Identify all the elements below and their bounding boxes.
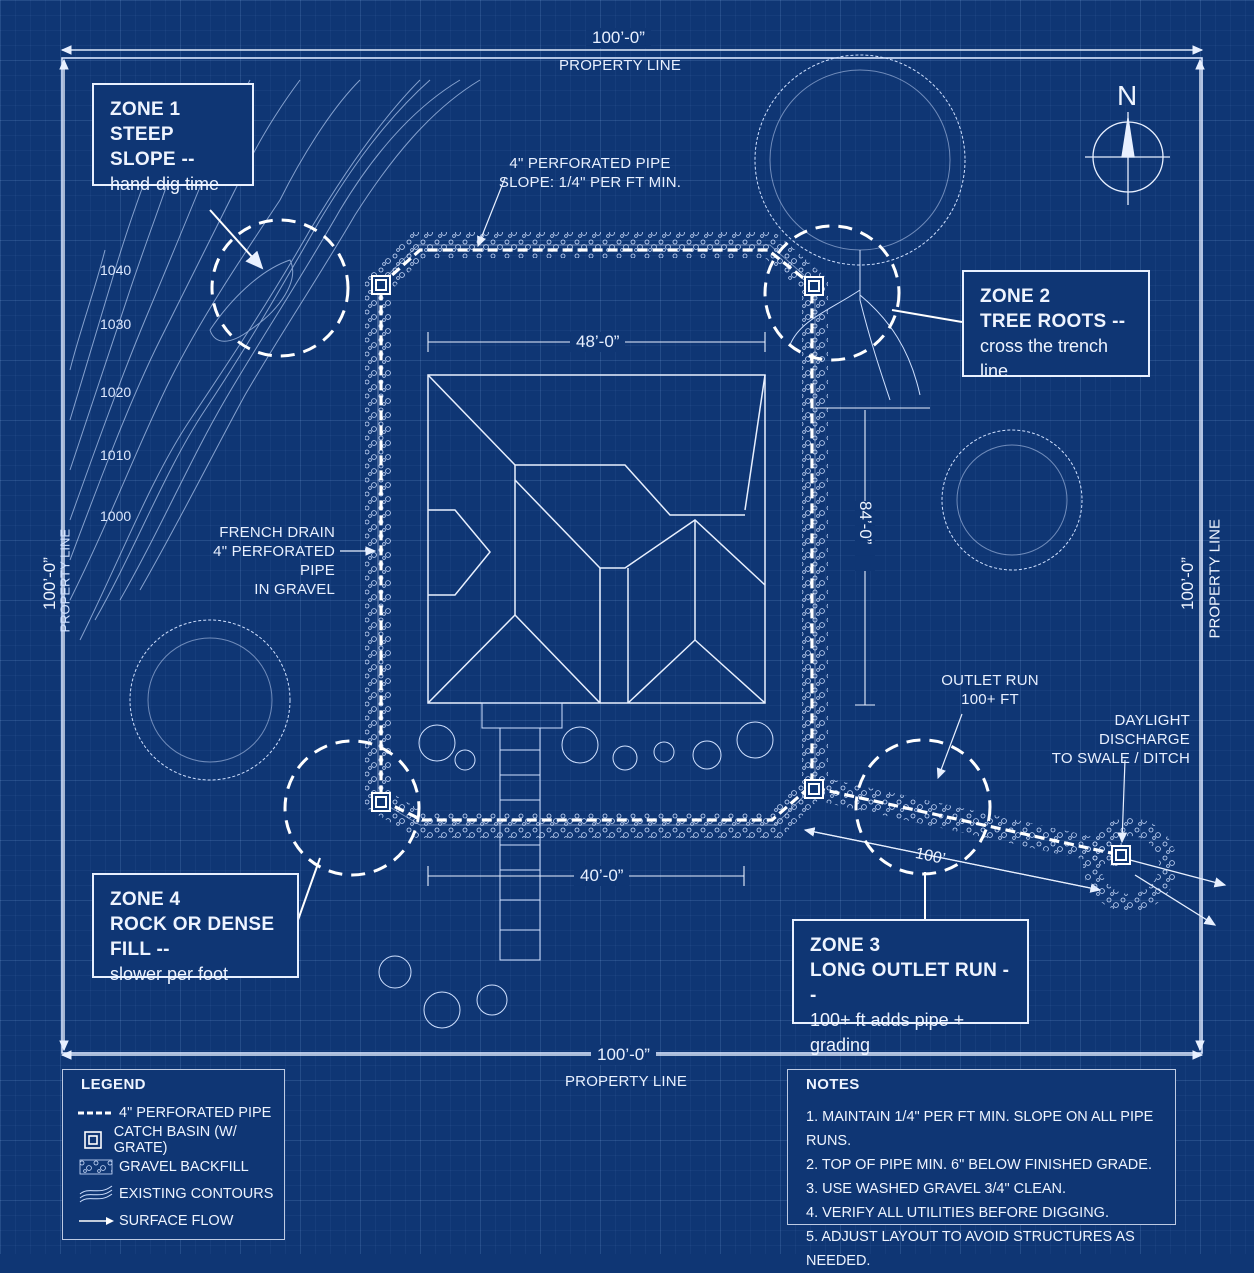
zone-title: ZONE 3 bbox=[810, 935, 881, 956]
zone-title: LONG OUTLET RUN -- bbox=[810, 960, 1010, 1006]
house-depth-label: 40’-0” bbox=[574, 866, 630, 886]
legend-item: 4" PERFORATED PIPE bbox=[73, 1099, 274, 1126]
notes-title: NOTES bbox=[806, 1076, 860, 1093]
zone-title: ZONE 1 bbox=[110, 99, 181, 120]
zone-2-box: ZONE 2 TREE ROOTS -- cross the trench li… bbox=[962, 270, 1150, 381]
house-roof-plan bbox=[427, 374, 766, 704]
legend-label: EXISTING CONTOURS bbox=[119, 1185, 274, 1202]
zone-title: ROCK OR DENSE FILL -- bbox=[110, 914, 275, 960]
gravel-icon bbox=[73, 1159, 119, 1175]
contour-icon bbox=[73, 1185, 119, 1202]
catch-basin-icon bbox=[73, 1130, 114, 1149]
legend-item: EXISTING CONTOURS bbox=[73, 1180, 274, 1207]
legend-title: LEGEND bbox=[81, 1076, 146, 1093]
legend-label: GRAVEL BACKFILL bbox=[119, 1158, 249, 1175]
tree-canopies bbox=[129, 54, 1083, 781]
north-arrow bbox=[1085, 112, 1170, 205]
zone-subtitle: slower per foot bbox=[110, 964, 229, 984]
callout-line: DAYLIGHT DISCHARGE bbox=[1099, 712, 1190, 748]
legend-label: 4" PERFORATED PIPE bbox=[119, 1104, 272, 1121]
callout-line: TO SWALE / DITCH bbox=[1051, 750, 1190, 767]
french-drain-callout: FRENCH DRAIN 4" PERFORATED PIPE IN GRAVE… bbox=[180, 523, 335, 599]
callout-line: FRENCH DRAIN bbox=[219, 524, 335, 541]
pipe-slope-callout: 4" PERFORATED PIPE SLOPE: 1/4" PER FT MI… bbox=[480, 154, 700, 192]
top-dimension-label: 100’-0” bbox=[586, 28, 651, 48]
left-property-line-label: PROPERTY LINE bbox=[57, 528, 73, 633]
catch-basins bbox=[371, 275, 1131, 865]
zone-3-box: ZONE 3 LONG OUTLET RUN -- 100+ ft adds p… bbox=[792, 919, 1029, 1055]
leader-lines bbox=[209, 209, 963, 921]
callout-line: IN GRAVEL bbox=[254, 581, 335, 598]
zone-subtitle: hand-dig time bbox=[110, 174, 220, 194]
zone-title: ZONE 4 bbox=[110, 889, 181, 910]
walkway bbox=[481, 702, 563, 961]
zone-title: STEEP SLOPE -- bbox=[110, 124, 195, 170]
note-item: 2. TOP OF PIPE MIN. 6" BELOW FINISHED GR… bbox=[806, 1157, 1152, 1173]
note-item: 1. MAINTAIN 1/4" PER FT MIN. SLOPE ON AL… bbox=[806, 1109, 1154, 1149]
legend-item: GRAVEL BACKFILL bbox=[73, 1153, 274, 1180]
legend-item: CATCH BASIN (W/ GRATE) bbox=[73, 1123, 274, 1156]
bottom-property-line-label: PROPERTY LINE bbox=[564, 1073, 688, 1090]
legend-box: LEGEND 4" PERFORATED PIPE CATCH BASIN (W… bbox=[62, 1069, 285, 1240]
contour-label: 1000 bbox=[100, 508, 132, 524]
callout-line: OUTLET RUN bbox=[941, 672, 1039, 689]
legend-label: SURFACE FLOW bbox=[119, 1212, 234, 1229]
right-dimension-label: 100’-0” bbox=[1178, 557, 1197, 610]
arrow-icon bbox=[73, 1216, 119, 1226]
perforated-pipe-icon bbox=[73, 1108, 119, 1118]
outlet-run-callout: OUTLET RUN 100+ FT bbox=[920, 671, 1060, 709]
bottom-dimension-label: 100’-0” bbox=[591, 1045, 656, 1065]
zone-title: ZONE 2 bbox=[980, 286, 1051, 307]
legend-item: SURFACE FLOW bbox=[73, 1207, 274, 1234]
note-item: 3. USE WASHED GRAVEL 3/4" CLEAN. bbox=[806, 1181, 1067, 1197]
existing-contours bbox=[69, 79, 481, 641]
zone-subtitle: cross the trench line bbox=[980, 336, 1109, 381]
note-item: 5. ADJUST LAYOUT TO AVOID STRUCTURES AS … bbox=[806, 1229, 1135, 1269]
contour-label: 1040 bbox=[100, 262, 132, 278]
contour-label: 1010 bbox=[100, 447, 132, 463]
tree-roots bbox=[789, 250, 921, 401]
zone-title: TREE ROOTS -- bbox=[980, 311, 1126, 332]
zone-1-box: ZONE 1 STEEP SLOPE -- hand-dig time bbox=[92, 83, 254, 194]
zone-circles bbox=[210, 218, 992, 877]
callout-line: 4" PERFORATED PIPE bbox=[509, 155, 671, 172]
note-item: 4. VERIFY ALL UTILITIES BEFORE DIGGING. bbox=[806, 1205, 1109, 1221]
discharge-riprap bbox=[1083, 818, 1177, 912]
side-drain-dimension-label: 84’-0” bbox=[855, 501, 875, 571]
contour-label: 1030 bbox=[100, 316, 132, 332]
house-width-label: 48’-0” bbox=[570, 332, 626, 352]
right-property-line-label: PROPERTY LINE bbox=[1206, 519, 1224, 639]
legend-label: CATCH BASIN (W/ GRATE) bbox=[113, 1123, 237, 1156]
callout-line: 4" PERFORATED PIPE bbox=[213, 543, 335, 579]
north-label: N bbox=[1117, 80, 1138, 111]
daylight-discharge-callout: DAYLIGHT DISCHARGE TO SWALE / DITCH bbox=[1030, 711, 1190, 768]
callout-line: SLOPE: 1/4" PER FT MIN. bbox=[498, 174, 682, 191]
shrubs bbox=[378, 721, 774, 1029]
perforated-pipe-loop bbox=[379, 248, 814, 822]
zone-subtitle: 100+ ft adds pipe + grading bbox=[810, 1010, 965, 1055]
notes-box: NOTES 1. MAINTAIN 1/4" PER FT MIN. SLOPE… bbox=[787, 1069, 1176, 1269]
contour-label: 1020 bbox=[100, 384, 132, 400]
callout-line: 100+ FT bbox=[961, 691, 1019, 708]
top-property-line-label: PROPERTY LINE bbox=[558, 57, 682, 74]
zone-4-box: ZONE 4 ROCK OR DENSE FILL -- slower per … bbox=[92, 873, 299, 984]
